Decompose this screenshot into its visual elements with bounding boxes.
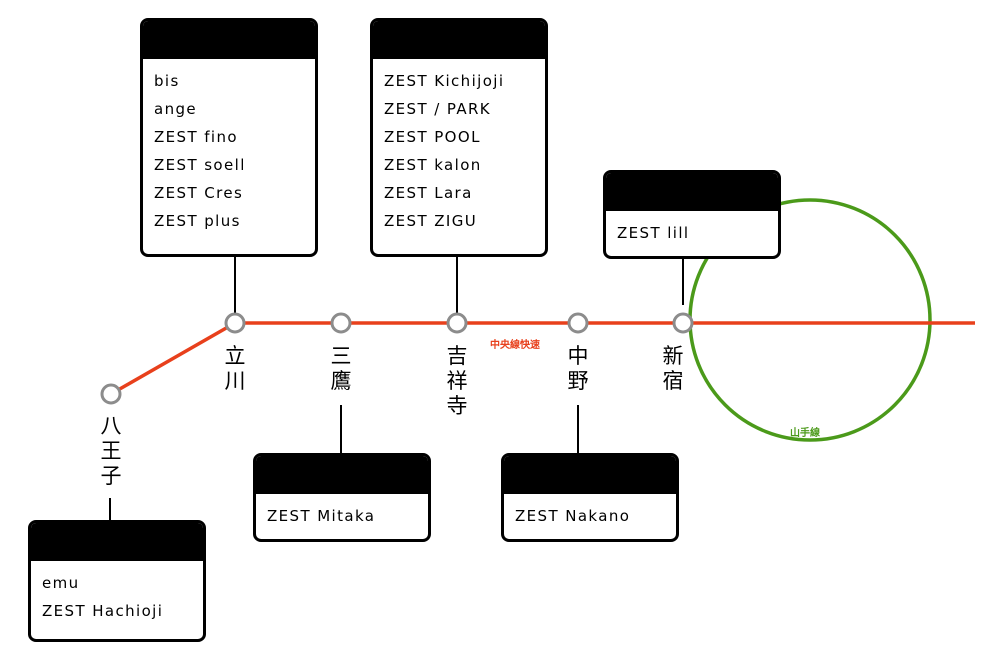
- station-char: 三: [330, 344, 352, 368]
- station-char: 川: [224, 369, 246, 393]
- shop-item[interactable]: ZEST POOL: [384, 128, 481, 146]
- station-char: 祥: [446, 369, 468, 393]
- station-dot-hachioji[interactable]: [100, 383, 122, 405]
- station-char: 寺: [446, 394, 468, 418]
- station-name-tachikawa: 立 川: [220, 344, 250, 394]
- shop-item[interactable]: ZEST Nakano: [515, 507, 631, 525]
- shop-box-kichijoji[interactable]: ZEST Kichijoji ZEST / PARK ZEST POOL ZES…: [370, 18, 548, 257]
- station-char: 王: [100, 439, 122, 463]
- shop-box-mitaka[interactable]: ZEST Mitaka: [253, 453, 431, 542]
- station-char: 中: [567, 344, 589, 368]
- station-dot-shinjuku[interactable]: [672, 312, 694, 334]
- shop-item[interactable]: ZEST lill: [617, 224, 690, 242]
- station-name-shinjuku: 新 宿: [658, 344, 688, 394]
- shop-item[interactable]: ZEST Lara: [384, 184, 473, 202]
- shop-item[interactable]: ZEST Mitaka: [267, 507, 376, 525]
- station-name-nakano: 中 野: [563, 344, 593, 394]
- shop-item[interactable]: ZEST Cres: [154, 184, 244, 202]
- shop-item[interactable]: ZEST ZIGU: [384, 212, 478, 230]
- shop-item[interactable]: ZEST fino: [154, 128, 238, 146]
- shop-item[interactable]: ZEST kalon: [384, 156, 482, 174]
- station-char: 子: [100, 464, 122, 488]
- station-name-mitaka: 三 鷹: [326, 344, 356, 394]
- shop-list: ZEST Kichijoji ZEST / PARK ZEST POOL ZES…: [373, 59, 545, 235]
- shop-item[interactable]: ZEST Kichijoji: [384, 72, 505, 90]
- shop-item[interactable]: ange: [154, 100, 198, 118]
- shop-box-hachioji[interactable]: emu ZEST Hachioji: [28, 520, 206, 642]
- shop-box-header: [31, 523, 203, 561]
- shop-box-header: [373, 21, 545, 59]
- station-char: 宿: [662, 369, 684, 393]
- shop-box-header: [143, 21, 315, 59]
- shop-box-header: [504, 456, 676, 494]
- shop-list: ZEST lill: [606, 211, 778, 247]
- station-char: 鷹: [330, 369, 352, 393]
- chuo-line-label: 中央線快速: [490, 340, 540, 351]
- shop-item[interactable]: ZEST plus: [154, 212, 241, 230]
- shop-list: ZEST Nakano: [504, 494, 676, 530]
- station-dot-nakano[interactable]: [567, 312, 589, 334]
- shop-list: bis ange ZEST fino ZEST soell ZEST Cres …: [143, 59, 315, 235]
- shop-item[interactable]: ZEST Hachioji: [42, 602, 164, 620]
- station-dot-kichijoji[interactable]: [446, 312, 468, 334]
- station-dot-mitaka[interactable]: [330, 312, 352, 334]
- shop-list: ZEST Mitaka: [256, 494, 428, 530]
- shop-box-header: [256, 456, 428, 494]
- station-name-kichijoji: 吉 祥 寺: [442, 344, 472, 419]
- shop-box-header: [606, 173, 778, 211]
- shop-item[interactable]: emu: [42, 574, 80, 592]
- shop-box-nakano[interactable]: ZEST Nakano: [501, 453, 679, 542]
- station-name-hachioji: 八 王 子: [96, 414, 126, 489]
- station-char: 野: [567, 369, 589, 393]
- yamanote-line-label: 山手線: [790, 428, 820, 439]
- station-dot-tachikawa[interactable]: [224, 312, 246, 334]
- shop-item[interactable]: ZEST soell: [154, 156, 246, 174]
- shop-box-tachikawa[interactable]: bis ange ZEST fino ZEST soell ZEST Cres …: [140, 18, 318, 257]
- station-char: 八: [100, 414, 122, 438]
- station-char: 新: [662, 344, 684, 368]
- shop-item[interactable]: ZEST / PARK: [384, 100, 492, 118]
- shop-box-shinjuku[interactable]: ZEST lill: [603, 170, 781, 259]
- station-char: 吉: [446, 344, 468, 368]
- station-char: 立: [224, 344, 246, 368]
- shop-item[interactable]: bis: [154, 72, 180, 90]
- shop-list: emu ZEST Hachioji: [31, 561, 203, 625]
